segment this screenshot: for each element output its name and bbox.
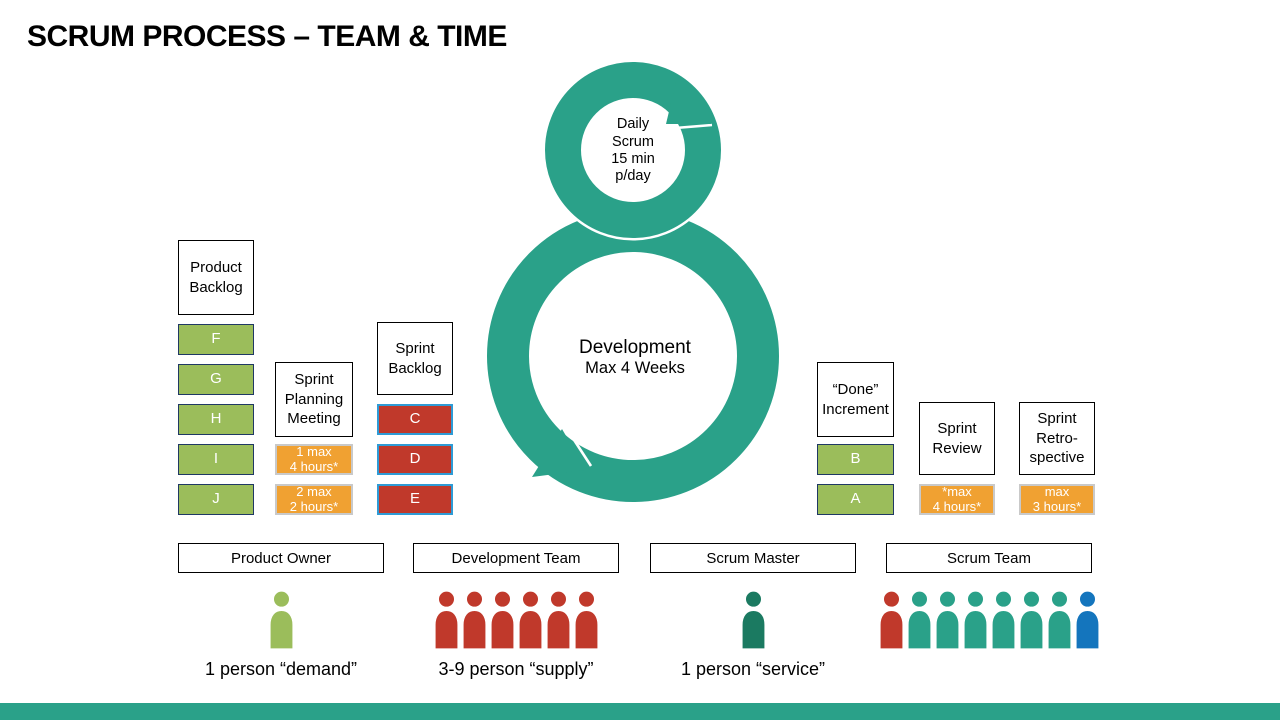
backlog-item-i: I (178, 444, 254, 475)
person-icon (737, 589, 770, 651)
review-time: *max 4 hours* (919, 484, 995, 515)
backlog-item-f: F (178, 324, 254, 355)
slide-title: SCRUM PROCESS – TEAM & TIME (27, 20, 507, 53)
daily-scrum-arrowhead (666, 82, 711, 124)
increment-item-b: B (817, 444, 894, 475)
person-icon (430, 589, 463, 651)
development-team-label: Development Team (413, 543, 619, 573)
sprint-item-d: D (377, 444, 453, 475)
development-team-caption: 3-9 person “supply” (438, 658, 594, 679)
product-owner-label: Product Owner (178, 543, 384, 573)
planning-time-1: 1 max 4 hours* (275, 444, 353, 475)
product-owner-people (178, 585, 384, 651)
scrum-loop-diagram (487, 59, 779, 502)
scrum-master-label: Scrum Master (650, 543, 856, 573)
retrospective-time: max 3 hours* (1019, 484, 1095, 515)
daily-scrum-ring (545, 62, 721, 238)
done-increment-box: “Done” Increment (817, 362, 894, 437)
sprint-planning-box: Sprint Planning Meeting (275, 362, 353, 437)
increment-item-a: A (817, 484, 894, 515)
sprint-cycle-arrowhead (532, 429, 586, 477)
development-team-people (413, 585, 619, 651)
product-owner-caption: 1 person “demand” (204, 658, 358, 679)
planning-time-2: 2 max 2 hours* (275, 484, 353, 515)
backlog-item-j: J (178, 484, 254, 515)
scrum-team-label: Scrum Team (886, 543, 1092, 573)
sprint-review-box: Sprint Review (919, 402, 995, 475)
daily-scrum-label: Daily Scrum 15 min p/day (611, 116, 655, 185)
development-title: Development (579, 336, 691, 358)
sprint-backlog-box: Sprint Backlog (377, 322, 453, 395)
backlog-item-g: G (178, 364, 254, 395)
footer-accent-bar (0, 703, 1280, 720)
sprint-item-c: C (377, 404, 453, 435)
sprint-retrospective-box: Sprint Retro- spective (1019, 402, 1095, 475)
scrum-team-people (876, 585, 1102, 651)
person-icon (875, 589, 908, 651)
scrum-master-people (650, 585, 856, 651)
person-icon (265, 589, 298, 651)
development-subtitle: Max 4 Weeks (585, 358, 685, 377)
backlog-item-h: H (178, 404, 254, 435)
sprint-item-e: E (377, 484, 453, 515)
development-label: Development Max 4 Weeks (525, 332, 745, 382)
scrum-master-caption: 1 person “service” (680, 658, 826, 679)
product-backlog-box: Product Backlog (178, 240, 254, 315)
